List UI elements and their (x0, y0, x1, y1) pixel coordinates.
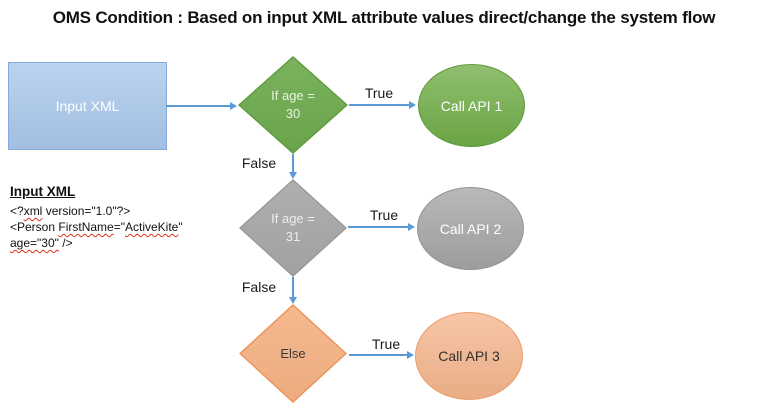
arrow-condition-1-to-api-1 (349, 101, 416, 109)
true-label-3: True (371, 336, 401, 352)
call-api-2-node: Call API 2 (417, 187, 524, 270)
condition-1-fill: If age = 30 (240, 58, 346, 152)
xml-token: " (178, 220, 183, 234)
condition-3-label-line1: Else (280, 345, 306, 361)
xml-token-misspelled: xml (23, 204, 43, 218)
condition-3-fill: Else (241, 306, 345, 401)
condition-2-label-line1: If age = (271, 211, 315, 226)
xml-line-1: <?xml version="1.0"?> (10, 203, 183, 219)
false-label-1: False (241, 155, 277, 171)
input-xml-node: Input XML (8, 62, 167, 150)
condition-3-node: Else (239, 304, 347, 403)
condition-1-node: If age = 30 (238, 56, 348, 154)
true-label-1: True (364, 85, 394, 101)
condition-2-node: If age = 31 (239, 179, 347, 277)
arrow-condition-1-to-condition-2 (289, 154, 297, 179)
false-label-2: False (241, 279, 277, 295)
arrow-condition-3-to-api-3 (349, 351, 414, 359)
xml-token-misspelled: age="30" (10, 236, 59, 250)
xml-line-2: <Person FirstName="ActiveKite" (10, 219, 183, 235)
xml-snippet-heading: Input XML (10, 184, 76, 199)
xml-line-3: age="30" /> (10, 235, 183, 251)
call-api-1-label: Call API 1 (440, 97, 503, 114)
xml-snippet: Input XML <?xml version="1.0"?> <Person … (10, 184, 183, 251)
xml-token: =" (113, 220, 125, 234)
input-xml-node-label: Input XML (55, 98, 120, 114)
condition-1-label-line2: 30 (285, 106, 301, 121)
xml-token-misspelled: FirstName (58, 220, 114, 234)
true-label-2: True (369, 207, 399, 223)
arrow-condition-2-to-api-2 (348, 223, 415, 231)
call-api-3-node: Call API 3 (415, 312, 523, 400)
arrow-condition-2-to-condition-3 (289, 277, 297, 304)
call-api-2-label: Call API 2 (439, 220, 502, 237)
xml-token: <? (10, 204, 24, 218)
xml-token: <Person (10, 220, 59, 234)
slide-title: OMS Condition : Based on input XML attri… (52, 8, 716, 27)
condition-2-label-line2: 31 (285, 229, 301, 244)
xml-token-misspelled: ActiveKite (125, 220, 179, 234)
xml-token: /> (58, 236, 73, 250)
xml-token: version="1.0"?> (42, 204, 131, 218)
call-api-1-node: Call API 1 (418, 64, 525, 147)
call-api-3-label: Call API 3 (438, 348, 500, 364)
condition-2-fill: If age = 31 (241, 181, 345, 275)
arrow-input-to-condition-1 (166, 102, 237, 110)
condition-1-label-line1: If age = (271, 88, 315, 103)
